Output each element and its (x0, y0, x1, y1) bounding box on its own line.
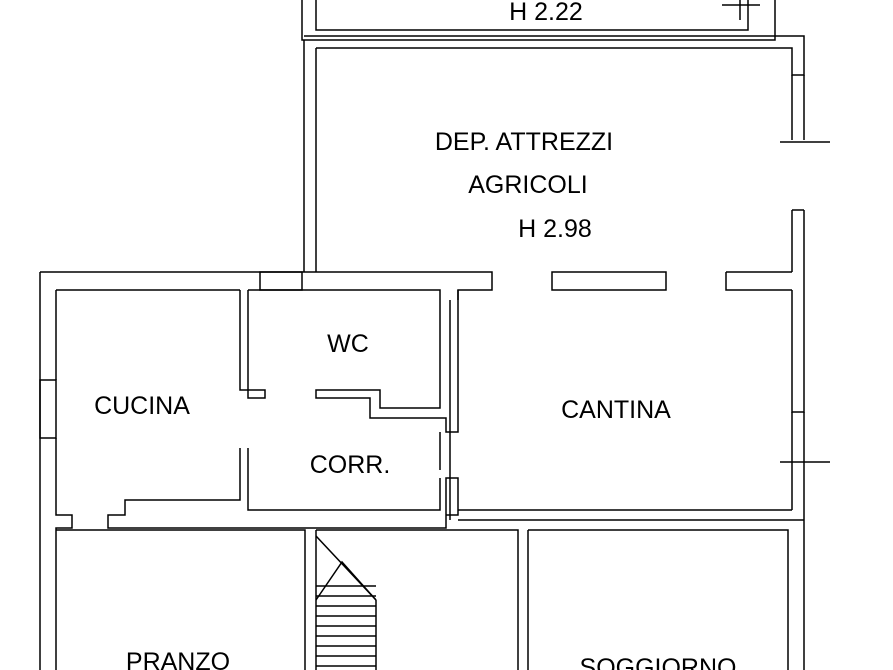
deposito-label-line2: AGRICOLI (468, 171, 587, 199)
cantina-label: CANTINA (561, 396, 671, 424)
pranzo-label: PRANZO (126, 648, 230, 670)
corridoio-label: CORR. (310, 451, 391, 479)
cantina-walls (458, 272, 830, 521)
deposito-height-label: H 2.98 (518, 215, 592, 243)
staircase (315, 535, 377, 670)
deposito-walls (303, 35, 830, 300)
top-room-label: H 2.22 (509, 0, 583, 26)
top-room-walls (301, 0, 776, 41)
wc-label: WC (327, 330, 369, 358)
west-walls (39, 271, 459, 670)
soggiorno-label: SOGGIORNO (580, 654, 737, 670)
deposito-label-line1: DEP. ATTREZZI (435, 128, 613, 156)
cucina-label: CUCINA (94, 392, 190, 420)
